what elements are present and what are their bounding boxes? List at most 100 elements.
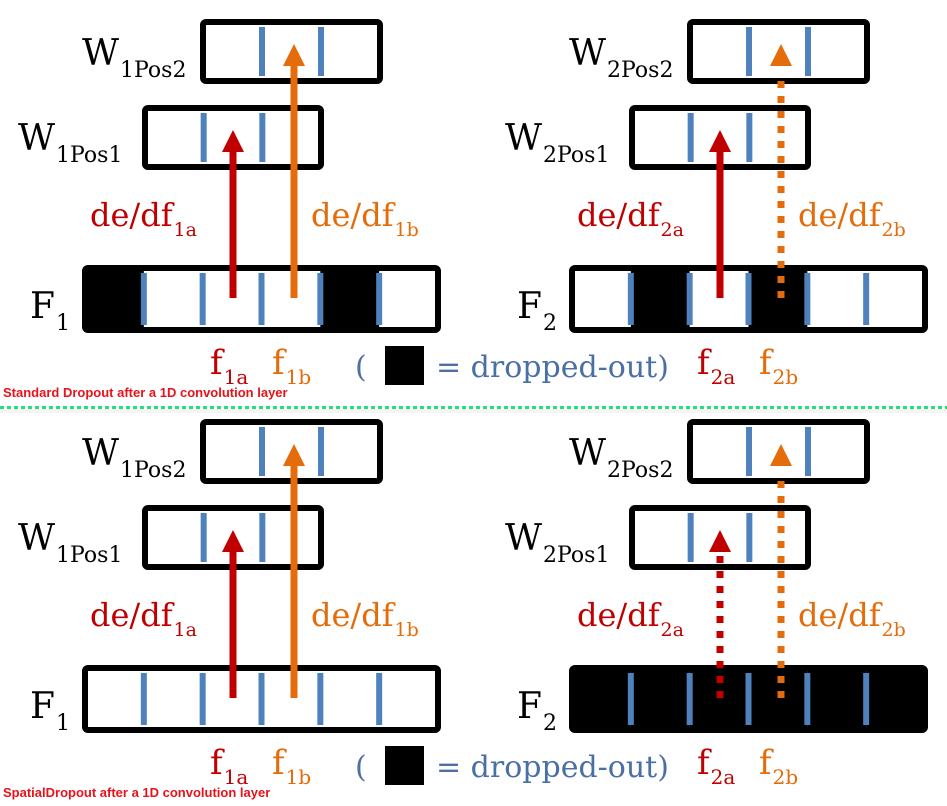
standard-caption: Standard Dropout after a 1D convolution …: [3, 385, 288, 400]
spatial-filter2-feature-map-box-dropped-cell: [630, 668, 690, 730]
spatial-filter2-grad-a-arrow-dash: [716, 646, 724, 653]
panel-separator-dot: [756, 406, 760, 409]
standard-filter2-grad-b-arrow-dash: [777, 96, 785, 103]
standard-filter2-w-pos1-box-cell-divider: [687, 113, 694, 162]
spatial-filter1-feature-map-box-cell-divider: [199, 673, 206, 725]
spatial-filter2-f-a-label-subscript: 2a: [711, 765, 736, 789]
spatial-filter1-grad-b-label-main: de/df: [311, 596, 396, 634]
panel-separator-dot: [448, 406, 452, 409]
panel-separator-dot: [658, 406, 662, 409]
spatial-filter2-grad-a-arrow-head: [709, 530, 731, 552]
spatial-filter1-w-pos1-box-cell-divider: [200, 513, 207, 562]
panel-separator-dot: [525, 406, 529, 409]
spatial-filter1-feature-label: F1: [30, 686, 70, 736]
panel-separator-dot: [763, 406, 767, 409]
panel-separator-dot: [805, 406, 809, 409]
panel-separator-dot: [931, 406, 935, 409]
standard-filter2-w-pos1-label-main: W: [505, 118, 542, 159]
panel-separator-dot: [294, 406, 298, 409]
standard-filter1-feature-map-box-cell-divider: [376, 273, 383, 325]
spatial-filter2-grad-a-label-subscript: 2a: [661, 619, 684, 641]
panel-separator-dot: [252, 406, 256, 409]
panel-separator-dot: [693, 406, 697, 409]
spatial-filter1-feature-map-box: [82, 665, 441, 733]
standard-filter1-w-pos1-label-subscript: 1Pos1: [56, 143, 122, 168]
panel-separator-dot: [819, 406, 823, 409]
panel-separator-dot: [637, 406, 641, 409]
standard-filter1-w-pos1-box-cell-divider: [200, 113, 207, 162]
standard-filter1-w-pos1-box-cell-divider: [259, 113, 266, 162]
panel-separator-dot: [245, 406, 249, 409]
spatial-filter1-grad-a-arrow-head: [222, 530, 244, 552]
spatial-filter1-grad-b-arrow-shaft: [290, 464, 298, 698]
standard-filter1-w-pos2-label-main: W: [82, 33, 119, 74]
panel-separator-dot: [833, 406, 837, 409]
spatial-filter2-w-pos2-label-subscript: 2Pos2: [607, 458, 673, 483]
spatial-filter2-grad-b-arrow-dash: [777, 481, 785, 488]
panel-separator-dot: [560, 406, 564, 409]
panel-separator-dot: [826, 406, 830, 409]
spatial-filter2-grad-a-arrow-dash: [716, 586, 724, 593]
standard-filter2-grad-b-arrow-dash: [777, 111, 785, 118]
standard-filter2-grad-b-arrow-dash: [777, 186, 785, 193]
panel-separator-dot: [469, 406, 473, 409]
panel-separator-dot: [119, 406, 123, 409]
panel-separator-dot: [924, 406, 928, 409]
standard-filter2-f-a-label: f2a: [697, 343, 735, 389]
spatial-filter2-w-pos1-box-frame: [629, 505, 811, 570]
standard-filter2-feature-label: F2: [517, 286, 557, 336]
panel-separator-dot: [105, 406, 109, 409]
spatial-filter2-feature-map-box-cell-divider: [804, 673, 811, 725]
standard-filter1-grad-a-arrow: [222, 130, 244, 298]
standard-filter1-feature-label-main: F: [30, 286, 55, 327]
panel-separator-dot: [329, 406, 333, 409]
panel-separator-dot: [679, 406, 683, 409]
spatial-filter1-w-pos1-label-main: W: [18, 518, 55, 559]
panel-separator-dot: [98, 406, 102, 409]
standard-filter2-w-pos2-box-cell-divider: [805, 27, 811, 76]
standard-legend-text: = dropped-out): [436, 350, 669, 385]
panel-separator-dot: [301, 406, 305, 409]
spatial-filter1-grad-b-label: de/df1b: [311, 596, 419, 641]
spatial-filter1-f-a-label: f1a: [210, 743, 248, 789]
standard-filter2-w-pos1-label: W2Pos1: [505, 118, 609, 168]
panel-separator-dot: [147, 406, 151, 409]
standard-filter1-grad-a-label-subscript: 1a: [174, 219, 197, 241]
standard-filter2-feature-label-subscript: 2: [543, 311, 557, 336]
panel-separator-dot: [420, 406, 424, 409]
panel-separator-dot: [896, 406, 900, 409]
spatial-filter2-grad-b-arrow-dash: [777, 556, 785, 563]
standard-filter1-f-a-label-subscript: 1a: [224, 365, 249, 389]
panel-separator-dot: [14, 406, 18, 409]
panel-separator-dot: [798, 406, 802, 409]
standard-filter2-feature-map-box-cell-divider: [863, 273, 870, 325]
spatial-filter2-grad-a-arrow-dash: [716, 601, 724, 608]
spatial-filter1-w-pos1-label: W1Pos1: [18, 518, 122, 568]
panel-separator-dot: [490, 406, 494, 409]
standard-filter1-grad-a-arrow-shaft: [229, 150, 237, 298]
panel-separator-dot: [35, 406, 39, 409]
standard-filter2-feature-map-box-cell-divider: [745, 273, 752, 325]
standard-filter2-f-a-label-main: f: [697, 343, 712, 383]
panel-separator-dot: [49, 406, 53, 409]
panel-separator-dot: [462, 406, 466, 409]
panel-separator-dot: [574, 406, 578, 409]
panel-separator-dot: [644, 406, 648, 409]
panel-separator-dot: [602, 406, 606, 409]
panel-separator-shadow: [0, 409, 947, 413]
spatial-filter2-grad-a-arrow-dash: [716, 661, 724, 668]
spatial-filter1-feature-map-box-frame: [82, 665, 441, 733]
spatial-filter2-feature-map-box-dropped-cell: [807, 668, 867, 730]
spatial-filter1-feature-map-box-cell-divider: [140, 673, 147, 725]
panel-separator-dot: [882, 406, 886, 409]
panel-separator-dot: [203, 406, 207, 409]
spatial-filter2-f-b-label-main: f: [759, 743, 774, 783]
panel-separator-dot: [413, 406, 417, 409]
standard-filter1-grad-b-label: de/df1b: [311, 196, 419, 241]
spatial-filter2-grad-b-arrow-dash: [777, 541, 785, 548]
panel-separator-dot: [903, 406, 907, 409]
spatial-filter2-grad-b-arrow-dash: [777, 646, 785, 653]
standard-filter2-f-b-label-subscript: 2b: [773, 365, 799, 389]
spatial-legend-dropped-swatch: [385, 746, 424, 785]
spatial-filter2-f-b-label: f2b: [759, 743, 798, 789]
